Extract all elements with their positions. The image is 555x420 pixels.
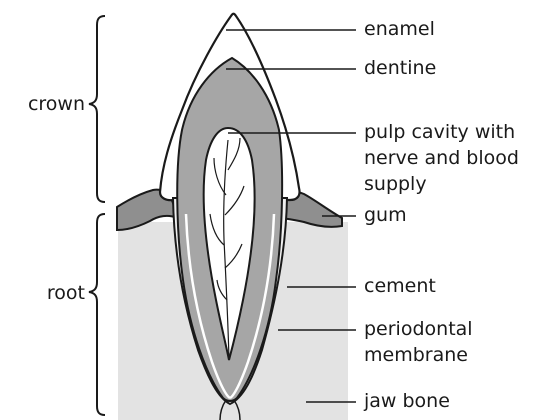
label-jaw-bone: jaw bone: [364, 389, 450, 414]
label-pulp-line3: supply: [364, 172, 427, 197]
root-bracket: [89, 214, 105, 415]
label-crown: crown: [28, 92, 85, 117]
label-root: root: [47, 281, 85, 306]
label-gum: gum: [364, 203, 407, 228]
label-enamel: enamel: [364, 17, 435, 42]
label-dentine: dentine: [364, 56, 436, 81]
crown-bracket: [89, 16, 105, 202]
label-periodontal-line1: periodontal: [364, 317, 473, 342]
label-cement: cement: [364, 274, 436, 299]
label-periodontal-line2: membrane: [364, 343, 468, 368]
label-pulp-line1: pulp cavity with: [364, 120, 515, 145]
label-pulp-line2: nerve and blood: [364, 146, 519, 171]
